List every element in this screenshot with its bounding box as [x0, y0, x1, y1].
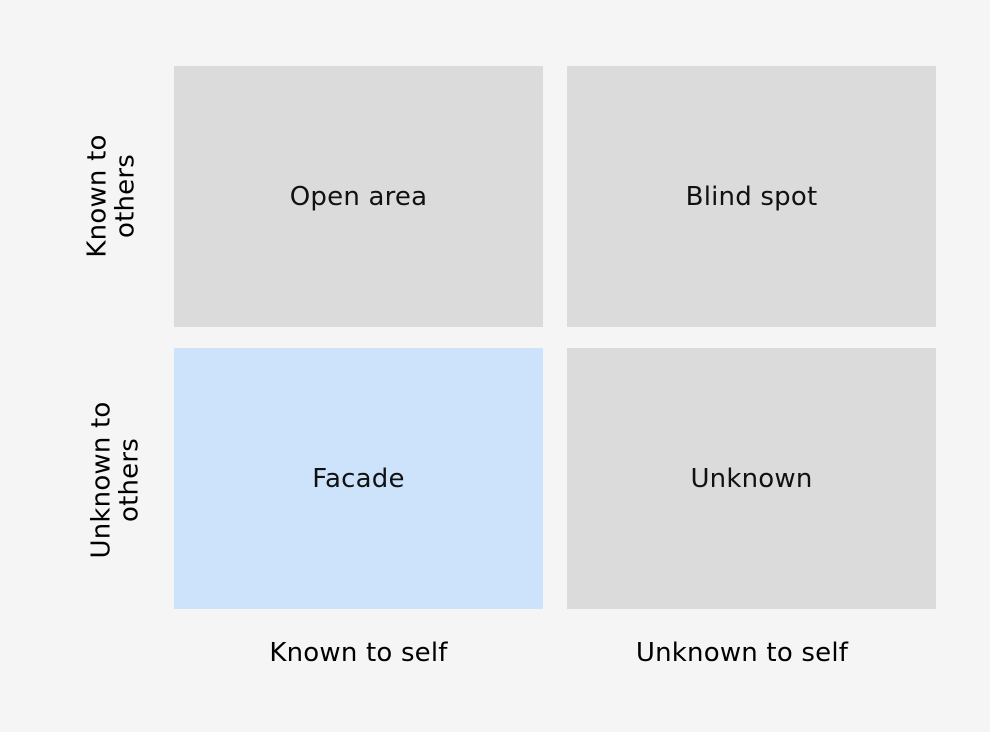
row-label-known-to-others-line-1: Known to	[82, 134, 113, 258]
column-label-unknown-to-self: Unknown to self	[635, 638, 849, 668]
column-label-known-to-self: Known to self	[269, 638, 448, 668]
quadrant-label-open-area: Open area	[289, 181, 428, 212]
quadrant-blind-spot: Blind spot	[567, 66, 936, 327]
quadrant-facade: Facade	[174, 348, 543, 609]
row-label-unknown-to-others-line-2: others	[114, 438, 145, 523]
quadrant-label-facade: Facade	[312, 463, 405, 494]
row-label-unknown-to-others-line-1: Unknown to	[86, 401, 117, 559]
quadrant-label-unknown: Unknown	[690, 463, 813, 494]
quadrant-unknown: Unknown	[567, 348, 936, 609]
quadrant-label-blind-spot: Blind spot	[685, 181, 818, 212]
row-label-known-to-others: Known to others	[77, 66, 147, 327]
row-label-known-to-others-line-2: others	[110, 154, 141, 239]
quadrant-open-area: Open area	[174, 66, 543, 327]
row-label-unknown-to-others: Unknown to others	[81, 350, 151, 611]
